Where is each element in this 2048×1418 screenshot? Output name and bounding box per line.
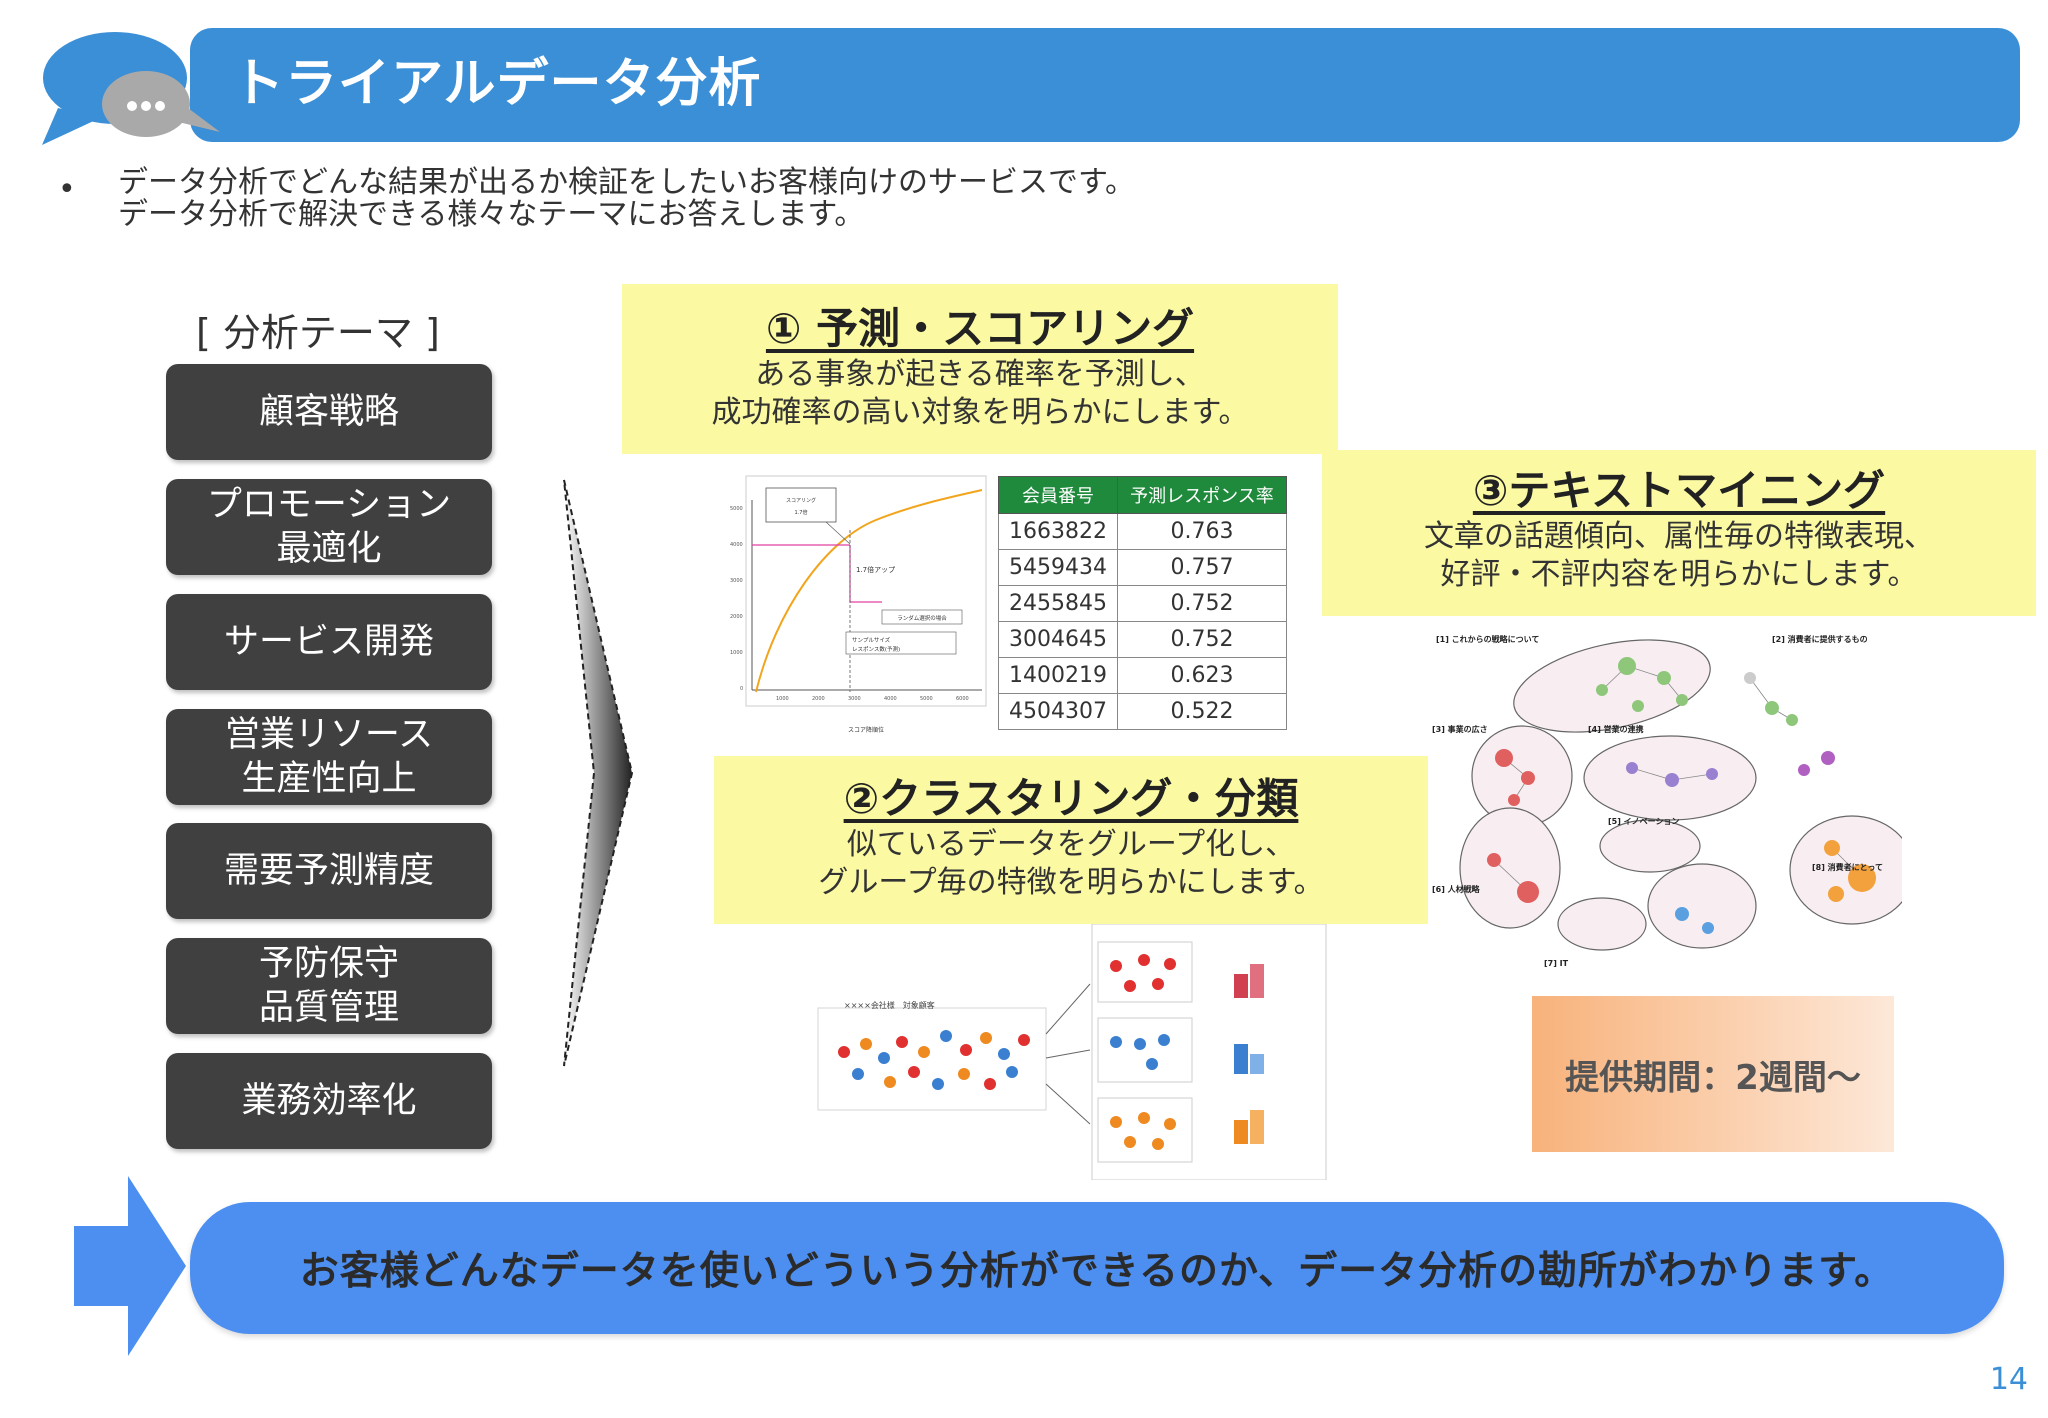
svg-text:4000: 4000 xyxy=(884,696,897,702)
network-label: [3] 事業の広さ xyxy=(1432,724,1488,734)
network-label: [6] 人材戦略 xyxy=(1432,884,1481,894)
svg-text:4000: 4000 xyxy=(730,542,743,548)
network-label: [4] 営業の連携 xyxy=(1588,724,1644,734)
theme-button-efficiency[interactable]: 業務効率化 xyxy=(166,1053,492,1149)
title-bar xyxy=(190,28,2020,142)
svg-text:3000: 3000 xyxy=(848,696,861,702)
intro-text-line-2: データ分析で解決できる様々なテーマにお答えします。 xyxy=(118,197,865,232)
theme-label: 顧客戦略 xyxy=(258,392,399,432)
theme-button-sales-resource[interactable]: 営業リソース生産性向上 xyxy=(166,709,492,805)
clustering-box: ②クラスタリング・分類 似ているデータをグループ化し、 グループ毎の特徴を明らか… xyxy=(714,756,1428,924)
clustering-desc-2: グループ毎の特徴を明らかにします。 xyxy=(818,865,1324,900)
clustering-title: ②クラスタリング・分類 xyxy=(843,774,1299,823)
theme-label: 業務効率化 xyxy=(241,1081,417,1121)
table-cell: 2455845 xyxy=(998,585,1118,622)
table-cell: 0.763 xyxy=(1116,513,1287,550)
lift-callout: 1.7倍アップ xyxy=(856,565,895,574)
network-label: [2] 消費者に提供するもの xyxy=(1772,634,1868,644)
theme-label: 予防保守 xyxy=(258,944,399,984)
text-network-figure: [1] これからの戦略について [2] 消費者に提供するもの [3] 事業の広さ… xyxy=(1432,634,1902,968)
table-cell: 0.623 xyxy=(1116,657,1287,694)
textmining-desc-1: 文章の話題傾向、属性毎の特徴表現、 xyxy=(1424,519,1934,554)
chevron-arrow-icon xyxy=(563,479,634,1067)
theme-label: サービス開発 xyxy=(223,622,434,662)
lift-sample-label-2: レスポンス数(予測) xyxy=(852,645,900,653)
lift-sample-label: サンプルサイズ xyxy=(852,636,891,644)
svg-text:3000: 3000 xyxy=(730,578,743,584)
scoring-title: ① 予測・スコアリング xyxy=(765,304,1195,353)
theme-label: 生産性向上 xyxy=(241,759,417,799)
svg-text:2000: 2000 xyxy=(812,696,825,702)
table-cell: 1400219 xyxy=(998,657,1118,694)
svg-text:2000: 2000 xyxy=(730,614,743,620)
svg-text:1000: 1000 xyxy=(730,650,743,656)
period-box: 提供期間：2週間～ xyxy=(1532,996,1894,1152)
table-cell: 0.752 xyxy=(1116,621,1287,658)
table-cell: 5459434 xyxy=(998,549,1118,586)
intro-text-line-1: データ分析でどんな結果が出るか検証をしたいお客様向けのサービスです。 xyxy=(118,165,1135,200)
textmining-desc-2: 好評・不評内容を明らかにします。 xyxy=(1440,557,1918,592)
theme-button-maintenance[interactable]: 予防保守品質管理 xyxy=(166,938,492,1034)
intro-bullet: • xyxy=(58,172,76,207)
table-cell: 0.752 xyxy=(1116,585,1287,622)
scoring-desc-2: 成功確率の高い対象を明らかにします。 xyxy=(711,395,1249,430)
theme-label: 品質管理 xyxy=(258,988,399,1028)
svg-text:1.7倍: 1.7倍 xyxy=(795,509,808,516)
clustering-desc-1: 似ているデータをグループ化し、 xyxy=(846,827,1296,862)
bottom-banner-text: お客様どんなデータを使いどういう分析ができるのか、データ分析の勘所がわかります。 xyxy=(299,1249,1895,1294)
page-number: 14 xyxy=(1989,1362,2028,1397)
svg-text:5000: 5000 xyxy=(920,696,933,702)
theme-label: 最適化 xyxy=(276,529,382,569)
bottom-banner: お客様どんなデータを使いどういう分析ができるのか、データ分析の勘所がわかります。 xyxy=(190,1202,2004,1334)
cluster-figure-title: ××××会社様 対象顧客 xyxy=(844,1000,935,1010)
theme-button-promotion[interactable]: プロモーション最適化 xyxy=(166,479,492,575)
lift-random-label: ランダム選択の場合 xyxy=(897,614,947,622)
theme-label: 営業リソース xyxy=(224,715,434,755)
table-header-response-rate: 予測レスポンス率 xyxy=(1116,476,1287,514)
svg-text:0: 0 xyxy=(740,686,743,692)
themes-heading: [ 分析テーマ ] xyxy=(196,311,440,355)
table-header-member-id: 会員番号 xyxy=(998,476,1118,514)
table-cell: 4504307 xyxy=(998,693,1118,730)
network-label: [8] 消費者にとって xyxy=(1812,862,1883,872)
table-cell: 3004645 xyxy=(998,621,1118,658)
theme-label: プロモーション xyxy=(206,485,452,525)
textmining-box: ③テキストマイニング 文章の話題傾向、属性毎の特徴表現、 好評・不評内容を明らか… xyxy=(1322,450,2036,616)
table-cell: 0.522 xyxy=(1116,693,1287,730)
theme-button-service-dev[interactable]: サービス開発 xyxy=(166,594,492,690)
lift-chart-figure: 5000 4000 3000 2000 1000 0 1000 2000 3000 4000… xyxy=(716,470,996,740)
arrow-right-icon xyxy=(74,1176,186,1356)
page-title: トライアルデータ分析 xyxy=(232,54,762,114)
svg-text:1000: 1000 xyxy=(776,696,789,702)
period-text: 提供期間：2週間～ xyxy=(1565,1057,1861,1098)
table-cell: 0.757 xyxy=(1116,549,1287,586)
svg-text:5000: 5000 xyxy=(730,506,743,512)
scoring-box: ① 予測・スコアリング ある事象が起きる確率を予測し、 成功確率の高い対象を明ら… xyxy=(622,284,1338,454)
network-label: [7] IT xyxy=(1544,959,1569,968)
theme-button-customer-strategy[interactable]: 顧客戦略 xyxy=(166,364,492,460)
network-label: [5] イノベーション xyxy=(1608,817,1680,826)
clustering-figure: ××××会社様 対象顧客 xyxy=(817,924,1327,1180)
speech-bubble-icon xyxy=(42,32,220,145)
svg-text:スコアリング: スコアリング xyxy=(786,497,816,504)
svg-text:6000: 6000 xyxy=(956,696,969,702)
scoring-desc-1: ある事象が起きる確率を予測し、 xyxy=(755,357,1205,392)
table-cell: 1663822 xyxy=(998,513,1118,550)
lift-xlabel: スコア降順位 xyxy=(848,726,884,734)
textmining-title: ③テキストマイニング xyxy=(1472,466,1886,515)
network-label: [1] これからの戦略について xyxy=(1436,634,1539,644)
theme-label: 需要予測精度 xyxy=(223,851,434,891)
theme-button-demand-forecast[interactable]: 需要予測精度 xyxy=(166,823,492,919)
